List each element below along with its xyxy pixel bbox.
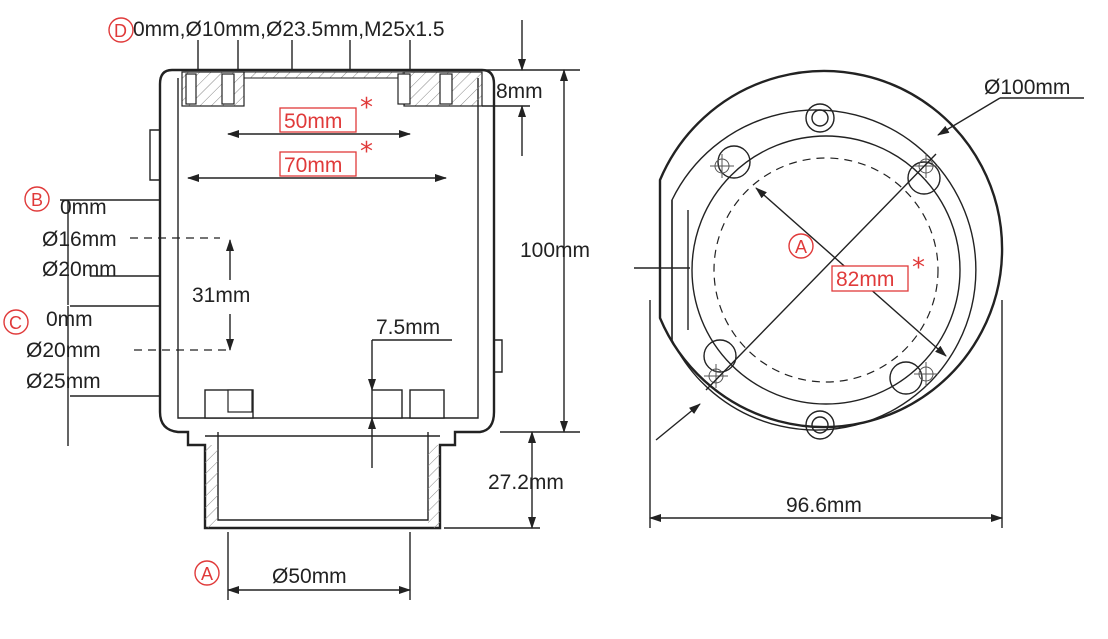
keyhole-br bbox=[889, 361, 938, 395]
dim-96-6mm-label: 96.6mm bbox=[786, 494, 862, 517]
top-view: Ø100mm A 82mm * 96.6mm bbox=[634, 69, 1084, 528]
top-inner-rim bbox=[671, 109, 977, 431]
cap-hole-2 bbox=[221, 73, 235, 105]
marker-a-side: A bbox=[201, 564, 213, 584]
dim-base-label: Ø50mm bbox=[272, 565, 347, 588]
keyhole-tr bbox=[907, 154, 941, 195]
dim-82mm-box bbox=[831, 265, 909, 292]
dim-27-2mm-label: 27.2mm bbox=[488, 471, 564, 494]
b-line-0: 0mm bbox=[60, 196, 107, 219]
b-line-2: Ø20mm bbox=[42, 258, 117, 281]
c-line-0: 0mm bbox=[46, 308, 93, 331]
marker-d-circle bbox=[108, 17, 134, 43]
neck-inner bbox=[217, 432, 429, 521]
dim-82mm-star: * bbox=[912, 253, 925, 283]
marker-a-top-circle bbox=[788, 233, 814, 259]
marker-d: D bbox=[114, 21, 127, 41]
marker-a-top: A bbox=[795, 237, 807, 257]
keyhole-bl bbox=[703, 339, 737, 388]
cap-hole-3 bbox=[397, 73, 411, 105]
marker-c-circle bbox=[3, 309, 29, 335]
top-outline bbox=[658, 69, 1004, 429]
keyhole-tl bbox=[710, 145, 751, 179]
top-screw-boss bbox=[805, 103, 835, 133]
dim-7-5mm-label: 7.5mm bbox=[376, 316, 440, 339]
cap-hole-4 bbox=[439, 73, 453, 105]
marker-b: B bbox=[31, 190, 43, 210]
cap-hole-1 bbox=[185, 73, 197, 105]
bottom-screw-boss bbox=[805, 410, 835, 440]
b-line-1: Ø16mm bbox=[42, 228, 117, 251]
dim-82mm-label: 82mm bbox=[836, 268, 894, 291]
inner-ring bbox=[691, 135, 961, 405]
bottom-boss-right bbox=[409, 389, 445, 419]
dim-50mm-label: 50mm bbox=[284, 110, 342, 133]
dim-50mm-box bbox=[279, 107, 357, 133]
c-line-2: Ø25mm bbox=[26, 370, 101, 393]
housing-inner-wall bbox=[177, 78, 479, 419]
c-line-1: Ø20mm bbox=[26, 339, 101, 362]
dim-70mm-star: * bbox=[360, 137, 373, 167]
bottom-boss-center bbox=[371, 389, 403, 419]
marker-a-side-circle bbox=[194, 560, 220, 586]
dim-8mm-label: 8mm bbox=[496, 80, 543, 103]
dim-100mm-dia-label: Ø100mm bbox=[984, 76, 1070, 99]
dim-31mm-label: 31mm bbox=[192, 284, 250, 307]
marker-b-circle bbox=[24, 186, 50, 212]
dim-70mm-label: 70mm bbox=[284, 154, 342, 177]
marker-c: C bbox=[9, 313, 22, 333]
side-view: D 0mm,Ø10mm,Ø23.5mm,M25x1.5 8mm 100mm 27… bbox=[3, 17, 590, 600]
dim-100mm-label: 100mm bbox=[520, 239, 590, 262]
dim-50mm-star: * bbox=[360, 93, 373, 123]
d-dimension-label: 0mm,Ø10mm,Ø23.5mm,M25x1.5 bbox=[133, 18, 445, 41]
dim-70mm-box bbox=[279, 151, 357, 177]
